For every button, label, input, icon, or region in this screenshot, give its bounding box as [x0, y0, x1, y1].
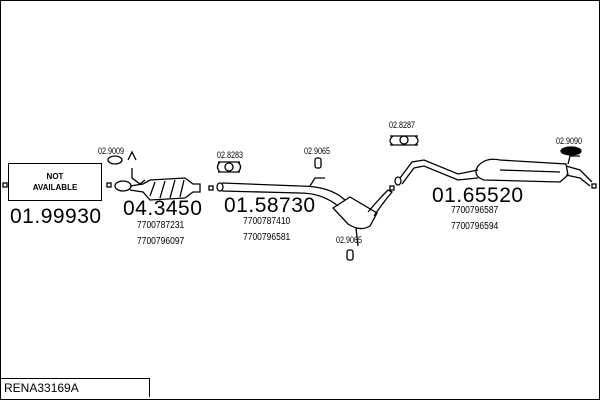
part-number: 01.58730 [224, 194, 316, 217]
oem-ref: 7700796594 [451, 221, 499, 232]
catalytic-converter-icon [107, 150, 201, 201]
clamp-icon [314, 157, 322, 169]
oem-ref: 7700787231 [137, 220, 185, 231]
gasket-icon [389, 135, 419, 146]
part-number: 01.99930 [10, 205, 102, 228]
gasket-icon [216, 161, 242, 173]
not-available-label: NOT AVAILABLE [32, 172, 78, 192]
clamp-icon [346, 249, 354, 261]
oem-ref: 7700787410 [243, 216, 291, 227]
part-number: 01.65520 [432, 184, 524, 207]
rear-silencer-icon [394, 155, 593, 187]
accessory-number: 02.8283 [217, 150, 244, 160]
set-code-label: RENA33169A [0, 378, 150, 397]
accessory-number: 02.9009 [98, 146, 125, 156]
connector-icon [2, 182, 8, 188]
middle-pipe-icon [216, 177, 395, 247]
connector-icon [106, 182, 112, 188]
accessory-number: 02.9065 [336, 235, 363, 245]
accessory-number: 02.9065 [304, 146, 331, 156]
oem-ref: 7700796587 [451, 205, 499, 216]
accessory-number: 02.8287 [389, 120, 416, 130]
oem-ref: 7700796581 [243, 232, 291, 243]
hanger-icon [560, 146, 582, 156]
connector-icon [591, 183, 597, 189]
connector-icon [208, 185, 214, 191]
oem-ref: 7700796097 [137, 236, 185, 247]
part-number: 04.3450 [123, 197, 203, 220]
accessory-number: 02.9090 [556, 136, 583, 146]
not-available-box: NOT AVAILABLE [8, 163, 102, 201]
